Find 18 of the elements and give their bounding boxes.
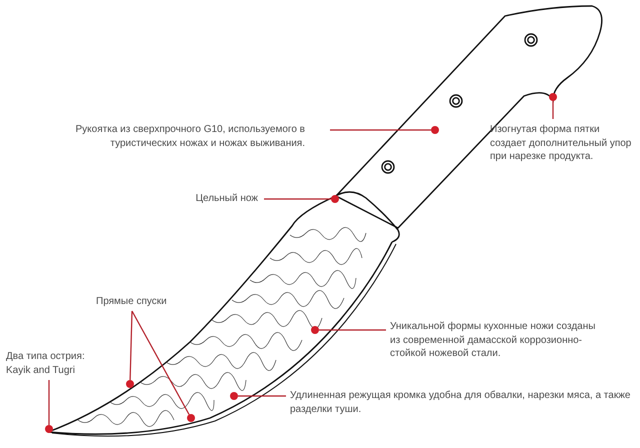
callout-dot (126, 380, 134, 388)
callout-text: Прямые спуски (96, 295, 191, 308)
callout-dot (549, 93, 557, 101)
callout-dot (45, 425, 53, 433)
callout-dot (331, 195, 339, 203)
callout-text: Удлиненная режущая кромка удобна для обвалки, нарезки мяса, а также разделки туши. (290, 389, 638, 416)
leader-line (131, 310, 190, 415)
leader-line (238, 395, 286, 397)
leader-line (552, 101, 554, 119)
callout-text: Два типа острия: Kayik and Tugri (6, 350, 96, 377)
leader-line (319, 329, 386, 331)
leader-line (48, 380, 50, 425)
callout-text: Цельный нож (170, 192, 258, 206)
callout-text: Уникальной формы кухонные ножи созданы из современной дамасской коррозионно-стойкой ножевой стали. (390, 320, 608, 360)
leader-line (264, 198, 331, 200)
leader-line (130, 310, 133, 380)
leader-line (330, 129, 431, 131)
callout-text: Рукоятка из сверхпрочного G10, используемого в туристических ножах и ножах выживания. (60, 123, 305, 150)
